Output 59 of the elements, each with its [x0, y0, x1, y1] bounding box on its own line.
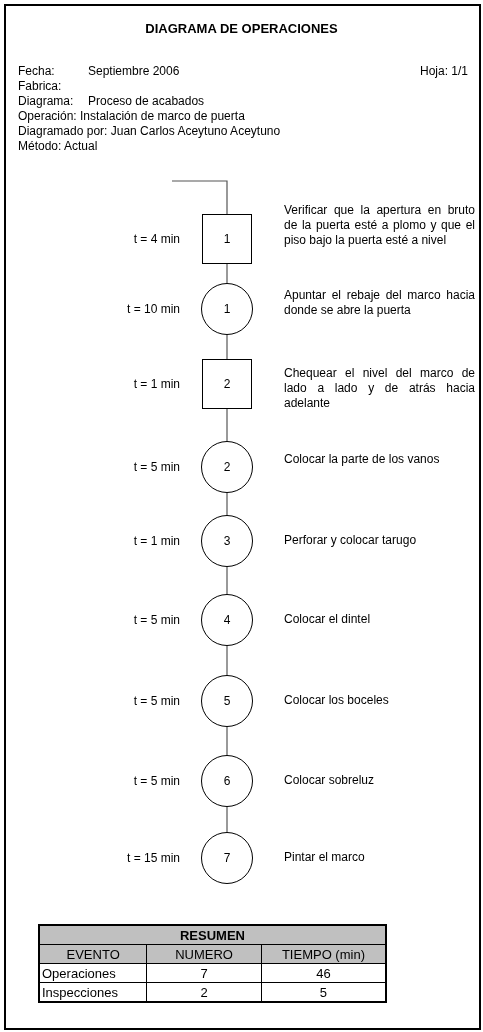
step-description: Colocar el dintel [284, 612, 372, 627]
step-number: 7 [223, 851, 231, 865]
operation-circle [201, 594, 253, 646]
connector-line [226, 726, 228, 756]
step-description: Verificar que la apertura en bruto de la puerta esté a plomo y que el piso bajo la puerta esté a nivel [284, 203, 475, 248]
connector-line [226, 806, 228, 833]
connector-line [226, 492, 228, 516]
step-number: 1 [223, 302, 231, 316]
diagram-title: DIAGRAMA DE OPERACIONES [144, 21, 339, 36]
connector-line [226, 566, 228, 595]
duration-label: t = 15 min [126, 851, 180, 865]
header-field: Hoja: 1/1 [420, 64, 469, 78]
duration-label: t = 4 min [133, 232, 180, 246]
operation-circle [201, 441, 253, 493]
duration-label: t = 10 min [126, 302, 180, 316]
operation-circle [201, 675, 253, 727]
duration-label: t = 5 min [133, 774, 180, 788]
step-number: 1 [223, 232, 231, 246]
operation-circle [201, 832, 253, 884]
step-number: 4 [223, 613, 231, 627]
duration-label: t = 1 min [133, 377, 180, 391]
step-number: 6 [223, 774, 231, 788]
step-description: Colocar los boceles [284, 693, 390, 708]
connector-line [226, 408, 228, 442]
header-field: Diagramado por: Juan Carlos Aceytuno Aceytuno [18, 124, 281, 138]
step-number: 3 [223, 534, 231, 548]
connector-line [226, 334, 228, 360]
step-number: 2 [223, 377, 231, 391]
step-description: Apuntar el rebaje del marco hacia donde se abre la puerta [284, 288, 475, 318]
table-cell: 7 [146, 963, 262, 983]
column-header: EVENTO [39, 944, 147, 964]
connector-line [226, 263, 228, 284]
step-description: Colocar sobreluz [284, 773, 376, 788]
header-field: Diagrama: [18, 94, 74, 108]
connector-line [171, 180, 228, 215]
duration-label: t = 5 min [133, 460, 180, 474]
header-field: Proceso de acabados [88, 94, 205, 108]
table-cell: Operaciones [39, 963, 147, 983]
duration-label: t = 1 min [133, 534, 180, 548]
header-field: Fecha: [18, 64, 55, 78]
inspection-box [202, 359, 252, 409]
step-number: 5 [223, 694, 231, 708]
step-description: Perforar y colocar tarugo [284, 533, 418, 548]
operation-circle [201, 283, 253, 335]
header-field: Fabrica: [18, 79, 62, 93]
duration-label: t = 5 min [133, 613, 180, 627]
inspection-box [202, 214, 252, 264]
header-field: Método: Actual [18, 139, 98, 153]
header-field: Septiembre 2006 [88, 64, 180, 78]
table-header: RESUMEN [39, 925, 386, 945]
duration-label: t = 5 min [133, 694, 180, 708]
header-field: Operación: Instalación de marco de puerta [18, 109, 245, 123]
step-description: Pintar el marco [284, 850, 366, 865]
connector-line [226, 645, 228, 676]
operation-circle [201, 755, 253, 807]
step-description: Chequear el nivel del marco de lado a lado y de atrás hacia adelante [284, 366, 475, 411]
step-number: 2 [223, 460, 231, 474]
operation-circle [201, 515, 253, 567]
step-description: Colocar la parte de los vanos [284, 452, 441, 467]
